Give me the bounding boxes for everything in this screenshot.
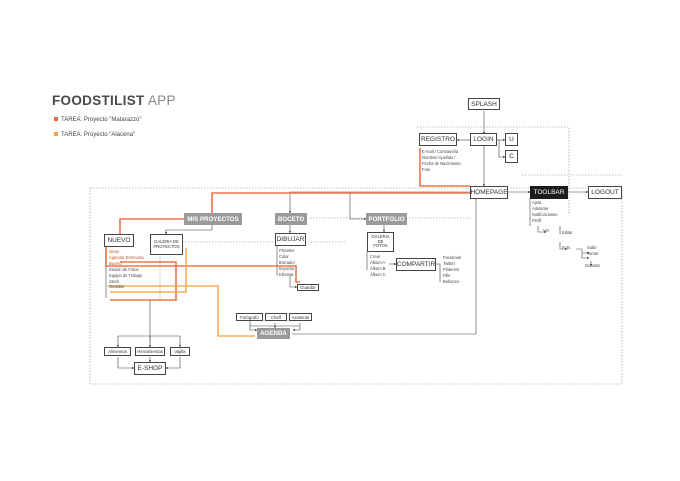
node-asistente[interactable]: Asistente: [289, 313, 312, 321]
node-alimentos[interactable]: Alimentos: [104, 347, 131, 356]
node-toolbar[interactable]: TOOLBAR: [530, 186, 568, 199]
node-u[interactable]: U: [505, 133, 518, 146]
legend-item-alacena: TAREA: Proyecto "Alacena": [54, 132, 135, 138]
section-portfolio[interactable]: PORTFOLIO: [366, 213, 407, 225]
perfil-editar: Editar: [562, 230, 573, 235]
node-nuevo[interactable]: NUEVO: [104, 234, 134, 247]
node-splash[interactable]: SPLASH: [468, 98, 500, 110]
node-vajilla[interactable]: Vajilla: [170, 347, 190, 356]
perfil-ver: Ver: [543, 228, 550, 233]
node-dibujar[interactable]: DIBUJAR: [275, 233, 306, 246]
node-homepage[interactable]: HOMEPAGE: [470, 186, 508, 199]
legend-swatch-icon: [54, 132, 58, 137]
node-cheff[interactable]: Cheff: [265, 313, 287, 321]
node-fotografo[interactable]: Fotógrafo: [236, 313, 263, 321]
node-compartir[interactable]: COMPARTIR: [396, 258, 436, 271]
nuevo-items-list: Ideas Agendar Entrevista Boceto Sesión d…: [109, 249, 144, 290]
editar-foto: Foto: [562, 245, 571, 250]
section-mis-proyectos[interactable]: MIS PROYECTOS: [184, 213, 242, 225]
section-boceto[interactable]: BOCETO: [275, 213, 307, 225]
tomar-guardar: Guardar: [585, 263, 601, 268]
node-c[interactable]: C: [505, 150, 518, 163]
page-title: FOODSTILIST APP: [52, 93, 176, 108]
node-registro[interactable]: REGISTRO: [419, 133, 457, 146]
node-guardar[interactable]: Guardar: [297, 284, 319, 291]
node-agenda[interactable]: AGENDA: [257, 328, 290, 339]
node-eshop[interactable]: E-SHOP: [134, 362, 166, 375]
node-herramientas[interactable]: Herramientas: [135, 347, 165, 356]
node-login[interactable]: LOGIN: [470, 133, 497, 146]
legend-swatch-icon: [54, 117, 58, 122]
legend-item-matarazzo: TAREA: Proyecto "Matarazzo": [54, 117, 142, 123]
node-logout[interactable]: LOGOUT: [588, 186, 622, 199]
